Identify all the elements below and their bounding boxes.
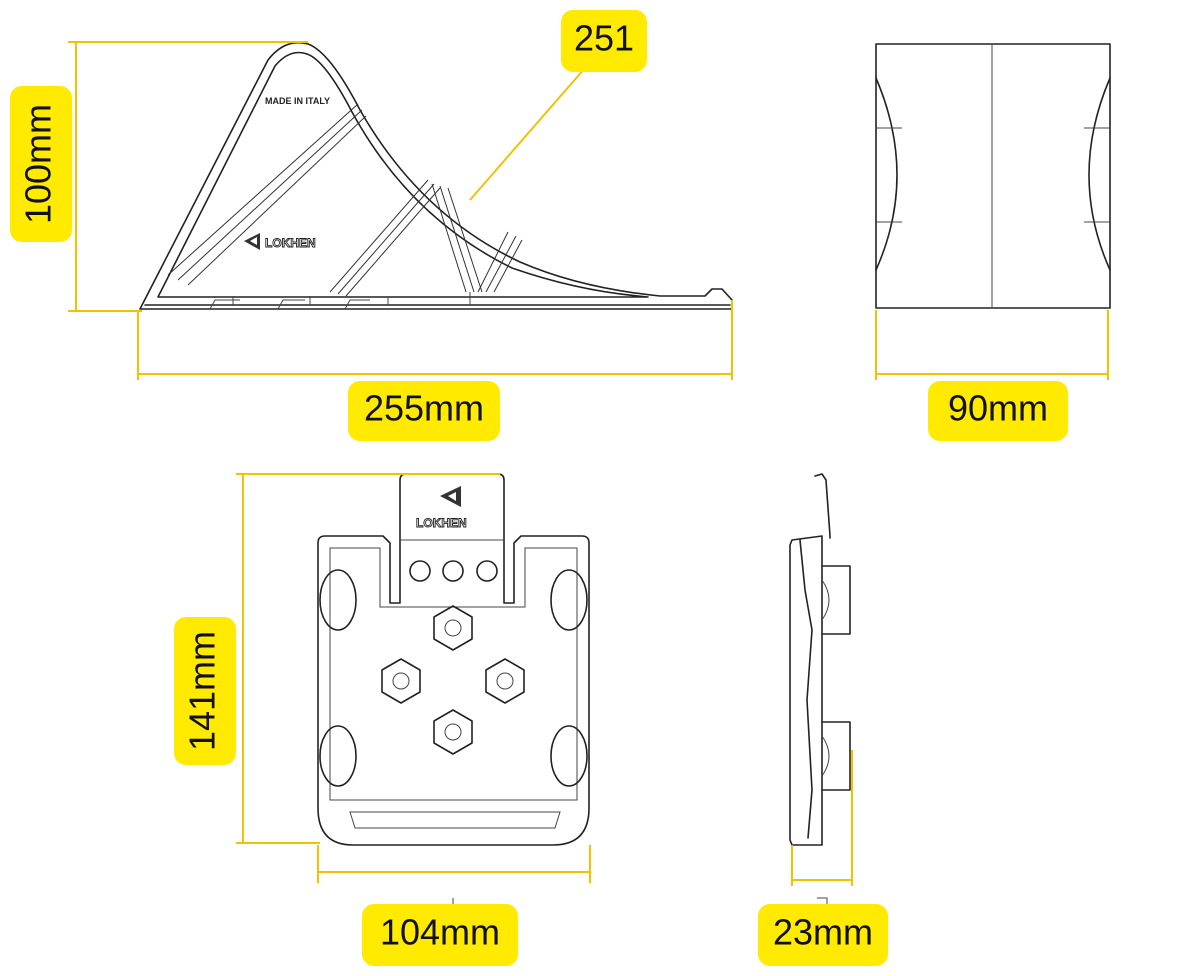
plate-width-dimension (317, 845, 591, 883)
width-text: 90mm (948, 388, 1048, 429)
height-dimension (68, 41, 308, 312)
callout-text: 251 (574, 18, 634, 59)
brand-text-side: LOKHEN (265, 236, 316, 250)
chock-front-view (875, 43, 1111, 309)
plate-height-label: 141mm (174, 617, 236, 765)
height-text: 100mm (18, 104, 59, 224)
plate-height-text: 141mm (182, 631, 223, 751)
length-label: 255mm (348, 381, 500, 441)
plate-height-dimension (236, 473, 500, 844)
plate-depth-label: 23mm (758, 904, 888, 966)
chock-side-view: MADE IN ITALY LOKHEN (139, 41, 733, 310)
callout-leader (469, 67, 586, 201)
origin-text: MADE IN ITALY (265, 96, 330, 106)
length-dimension (137, 300, 733, 380)
plate-width-label: 104mm (362, 904, 518, 966)
plate-width-text: 104mm (380, 912, 500, 953)
plate-side-tick (817, 897, 828, 906)
plate-front-view: LOKHEN (317, 473, 590, 846)
plate-depth-dimension (791, 750, 853, 886)
plate-side-view (789, 473, 851, 846)
brand-text-plate: LOKHEN (416, 516, 467, 530)
width-dimension (875, 310, 1109, 380)
triangle-logo-icon (440, 486, 461, 507)
width-label: 90mm (928, 381, 1068, 441)
length-text: 255mm (364, 388, 484, 429)
plate-depth-text: 23mm (773, 912, 873, 953)
nut-icons (381, 605, 525, 755)
triangle-logo-icon (244, 233, 260, 250)
chock-ribs (167, 103, 523, 297)
height-label: 100mm (10, 86, 72, 242)
callout-label: 251 (561, 10, 647, 72)
